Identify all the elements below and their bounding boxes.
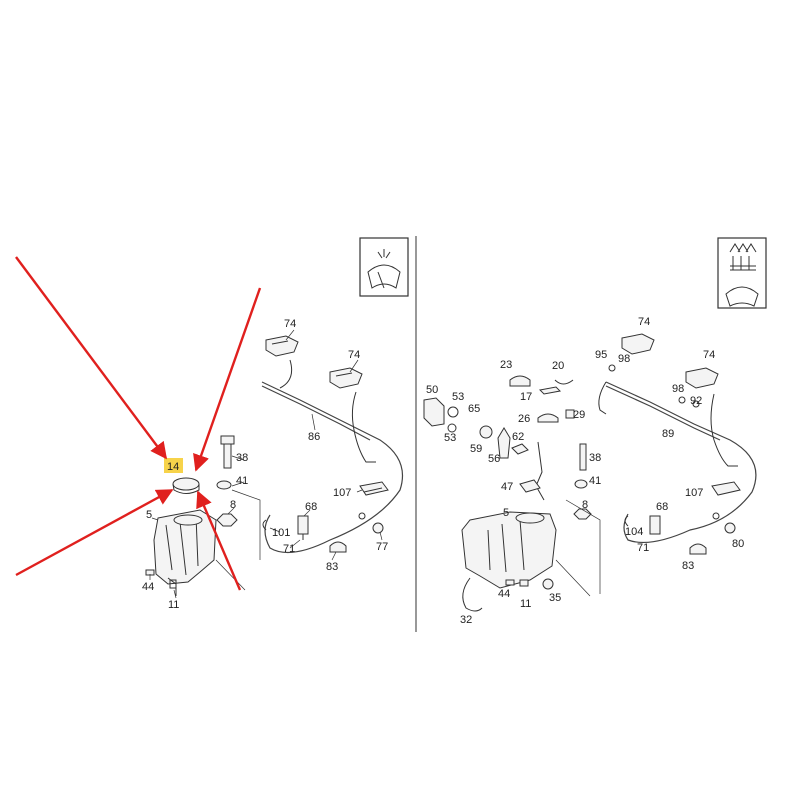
red-arrow xyxy=(15,256,168,460)
grommet-80 xyxy=(724,522,736,534)
part-label: 104 xyxy=(625,526,643,538)
nozzle-part-74-upper xyxy=(621,333,655,355)
part-label: 62 xyxy=(512,431,524,443)
pump-cluster xyxy=(423,375,592,520)
part-label: 53 xyxy=(444,432,456,444)
lead-line xyxy=(231,489,261,560)
connector-107 xyxy=(711,481,741,496)
part-label: 5 xyxy=(146,509,152,521)
part-label: 68 xyxy=(656,501,668,513)
windshield-washer-icon xyxy=(359,237,409,297)
part-label: 11 xyxy=(168,599,179,611)
connector-107 xyxy=(359,481,389,496)
part-label: 38 xyxy=(589,452,601,464)
part-label: 56 xyxy=(488,453,500,465)
part-label: 8 xyxy=(582,499,588,511)
part-label: 83 xyxy=(682,560,694,572)
level-sensor-part xyxy=(216,435,238,527)
right-panel: 74 95 98 74 23 20 50 53 65 17 26 29 53 6… xyxy=(423,237,767,626)
nozzle-part-74-upper xyxy=(265,335,299,357)
part-label: 32 xyxy=(460,614,472,626)
part-label: 107 xyxy=(333,487,351,499)
part-label: 71 xyxy=(283,543,295,555)
part-label: 74 xyxy=(284,318,296,330)
hose-86 xyxy=(261,381,404,554)
highlight-box xyxy=(164,458,183,473)
hose-89 xyxy=(605,381,757,544)
part-label: 50 xyxy=(426,384,438,396)
small-part-11 xyxy=(169,579,177,589)
part-label: 71 xyxy=(637,542,649,554)
part-label: 74 xyxy=(703,349,715,361)
washer-reservoir-large xyxy=(461,511,557,612)
part-label: 98 xyxy=(672,383,684,395)
label-highlighted: 14 xyxy=(167,461,179,473)
part-label: 44 xyxy=(498,588,510,600)
cap-part xyxy=(172,477,200,494)
check-valve xyxy=(649,515,661,535)
part-label: 5 xyxy=(503,507,509,519)
part-label: 74 xyxy=(348,349,360,361)
part-label: 59 xyxy=(470,443,482,455)
part-label: 20 xyxy=(552,360,564,372)
red-arrow xyxy=(15,488,174,577)
part-label: 26 xyxy=(518,413,530,425)
part-label: 68 xyxy=(305,501,317,513)
part-label: 83 xyxy=(326,561,338,573)
part-label: 41 xyxy=(236,475,248,487)
check-valve xyxy=(262,515,309,540)
part-label: 98 xyxy=(618,353,630,365)
clip-83 xyxy=(329,541,347,553)
part-label: 92 xyxy=(690,395,702,407)
part-label: 80 xyxy=(732,538,744,550)
red-arrow xyxy=(196,490,242,591)
part-label: 17 xyxy=(520,391,532,403)
part-label: 23 xyxy=(500,359,512,371)
headlamp-washer-icon xyxy=(717,237,767,309)
part-label: 95 xyxy=(595,349,607,361)
clip-83 xyxy=(689,543,707,555)
part-label: 47 xyxy=(501,481,513,493)
grommet-77 xyxy=(372,522,384,534)
part-label: 77 xyxy=(376,541,388,553)
part-label: 74 xyxy=(638,316,650,328)
part-label: 29 xyxy=(573,409,585,421)
washer-reservoir xyxy=(153,509,217,596)
part-label: 44 xyxy=(142,581,154,593)
part-label: 41 xyxy=(589,475,601,487)
red-arrow xyxy=(193,287,262,472)
part-label: 11 xyxy=(520,598,531,610)
part-label: 101 xyxy=(272,527,290,539)
part-label: 107 xyxy=(685,487,703,499)
part-label: 89 xyxy=(662,428,674,440)
nozzle-part-74-lower xyxy=(685,367,719,389)
part-label: 86 xyxy=(308,431,320,443)
part-label: 38 xyxy=(236,452,248,464)
left-panel: 14 74 74 86 38 41 8 5 107 68 101 71 77 8… xyxy=(15,237,409,611)
part-label: 65 xyxy=(468,403,480,415)
part-label: 8 xyxy=(230,499,236,511)
nozzle-part-74-lower xyxy=(329,367,363,389)
part-label: 35 xyxy=(549,592,561,604)
part-label: 53 xyxy=(452,391,464,403)
